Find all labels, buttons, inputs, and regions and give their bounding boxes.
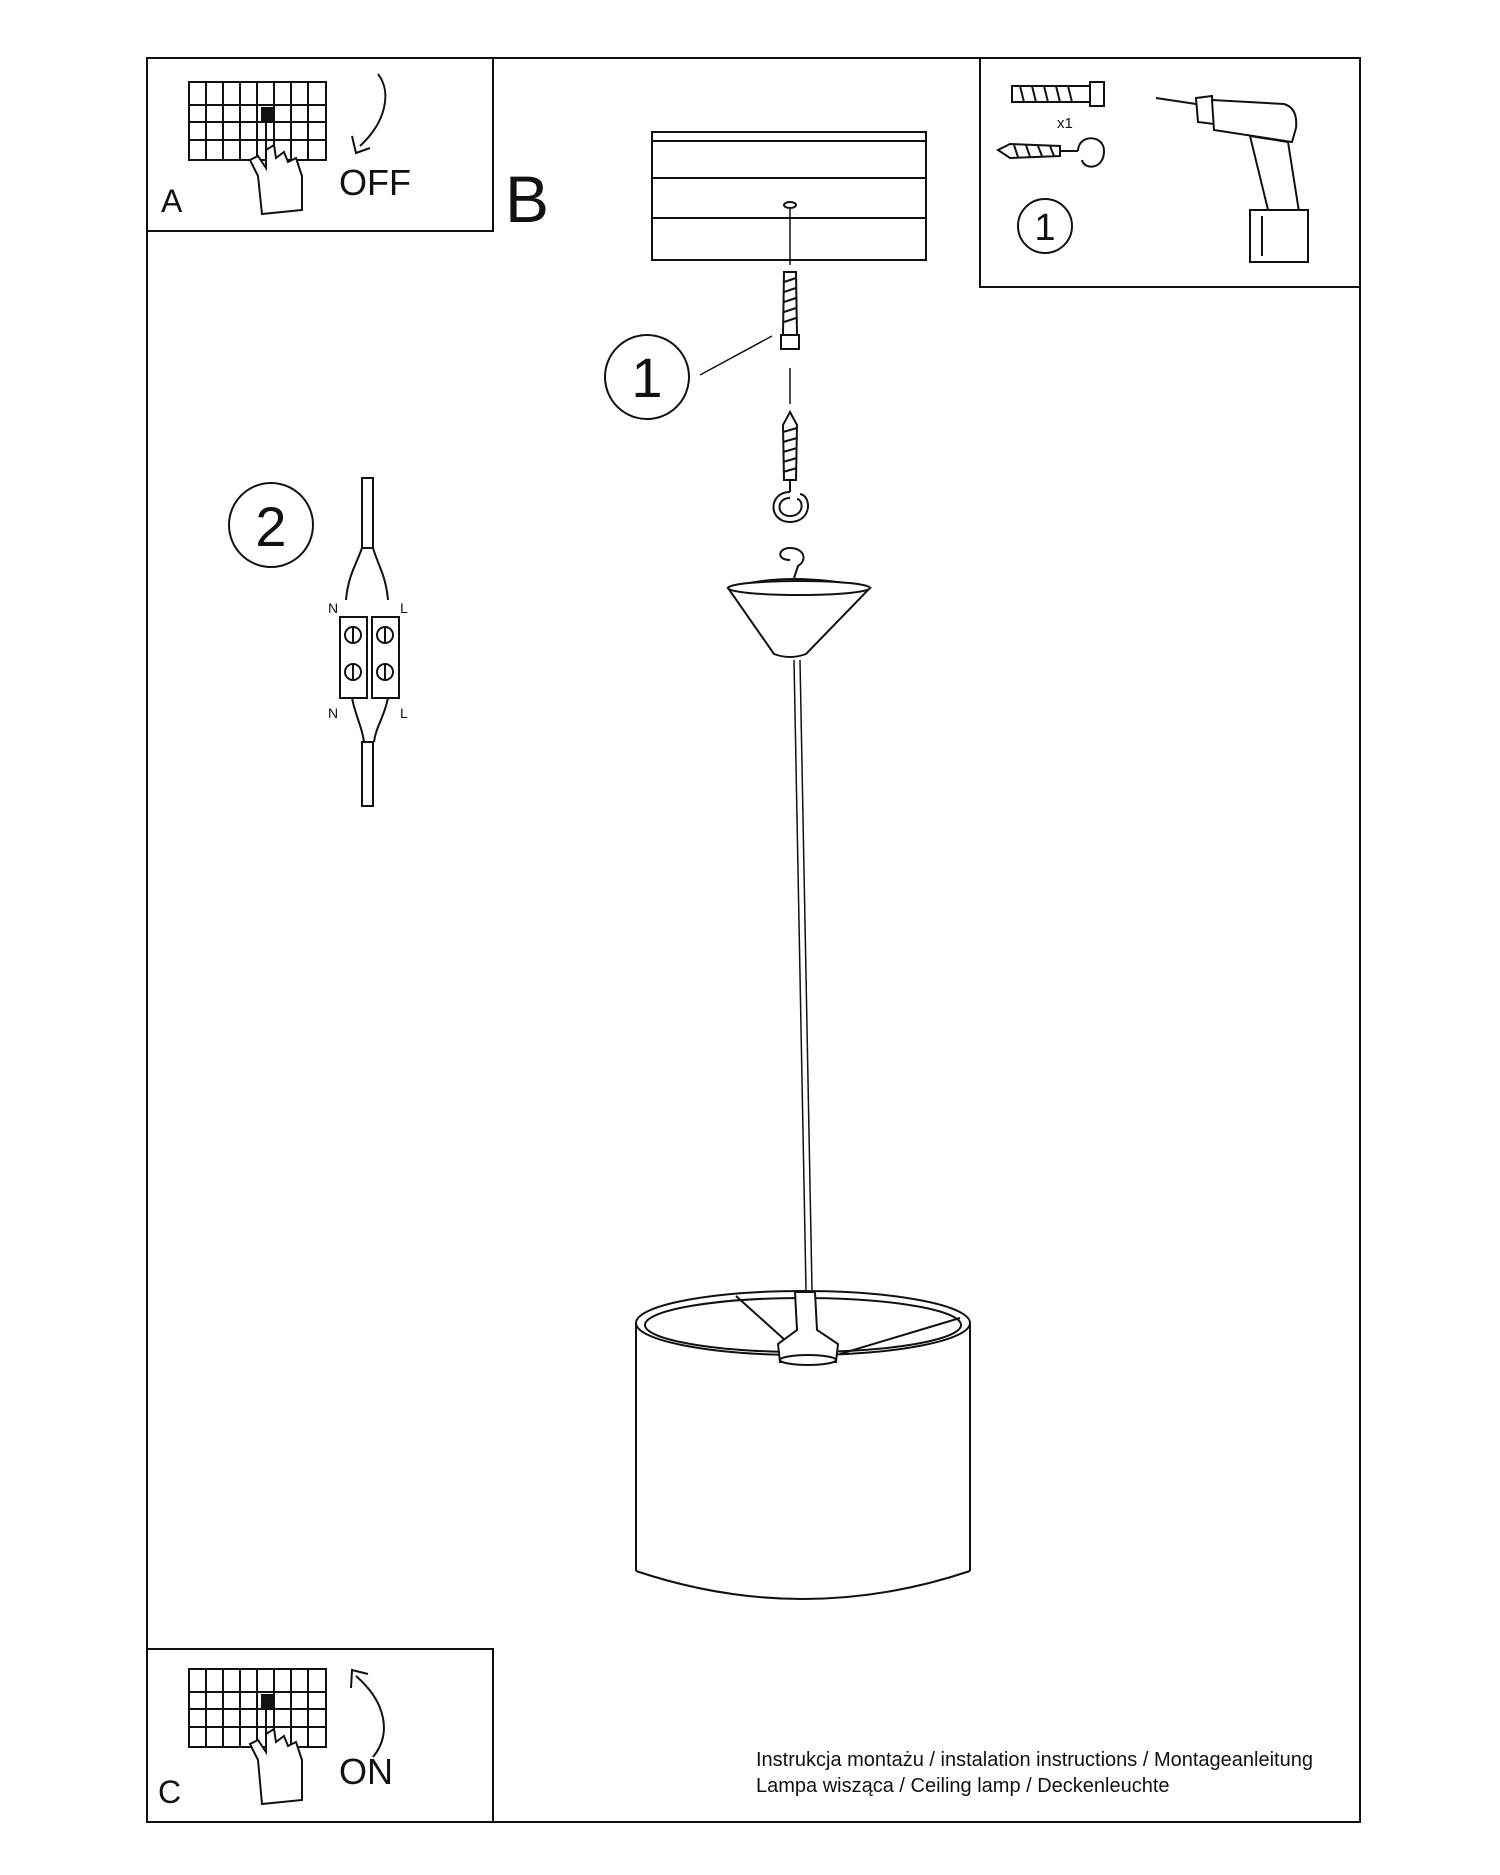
curved-arrow-down-icon: [359, 73, 387, 147]
curved-arrow-up-icon: [355, 1675, 385, 1758]
callout-1-leader: [699, 335, 773, 376]
page-frame: [146, 57, 1361, 1823]
terminal-bottom-neutral: N: [328, 705, 338, 721]
hardware-kit: x1 1: [979, 57, 1361, 288]
hardware-kit-frame: [979, 57, 1361, 288]
panel-b-letter: B: [505, 162, 549, 236]
hook-screw-icon: [996, 137, 1106, 168]
terminal-block-icon: [339, 616, 400, 699]
ceiling-block: [651, 131, 927, 261]
lamp-cable: [351, 697, 389, 807]
quantity-label: x1: [1057, 115, 1073, 132]
ceiling-canopy: [726, 546, 872, 658]
callout-2-circle: [228, 482, 314, 568]
circuit-breaker-icon: [188, 81, 327, 161]
callout-1-number: 1: [631, 346, 662, 409]
panel-c-frame: [146, 1648, 494, 1823]
wall-plug-icon: [780, 271, 800, 350]
arrow-head-down: [351, 135, 371, 155]
panel-a-letter: A: [161, 183, 183, 219]
pendant-cable: [793, 659, 813, 1291]
supply-cable: [345, 477, 389, 601]
hand-icon: [248, 120, 303, 216]
hand-icon: [248, 1704, 303, 1806]
panel-a-frame: [146, 57, 494, 232]
footer-title: Instrukcja montażu / instalation instruc…: [756, 1749, 1313, 1771]
callout-1-circle: [604, 334, 690, 420]
panel-c-action: ON: [339, 1751, 393, 1792]
terminal-top-neutral: N: [328, 600, 338, 616]
kit-step-number: 1: [1034, 207, 1055, 249]
panel-c-letter: C: [158, 1774, 181, 1810]
wall-plug-icon: [1011, 81, 1105, 107]
terminal-top-live: L: [400, 600, 408, 616]
callout-2-number: 2: [255, 495, 286, 558]
panel-a-action: OFF: [339, 162, 411, 203]
lamp-shade: [635, 1290, 971, 1600]
panel-a: OFF A: [146, 57, 494, 232]
terminal-bottom-live: L: [400, 705, 408, 721]
footer-subtitle: Lampa wisząca / Ceiling lamp / Deckenleu…: [756, 1775, 1170, 1797]
kit-step-circle: [1017, 198, 1073, 254]
hook-screw-icon: [772, 409, 809, 524]
drill-icon: [1155, 94, 1309, 263]
arrow-head-up: [350, 1668, 369, 1689]
circuit-breaker-icon: [188, 1668, 327, 1748]
wiring-diagram: 2 N L N L: [228, 477, 408, 807]
panel-c: ON C: [146, 1648, 494, 1823]
